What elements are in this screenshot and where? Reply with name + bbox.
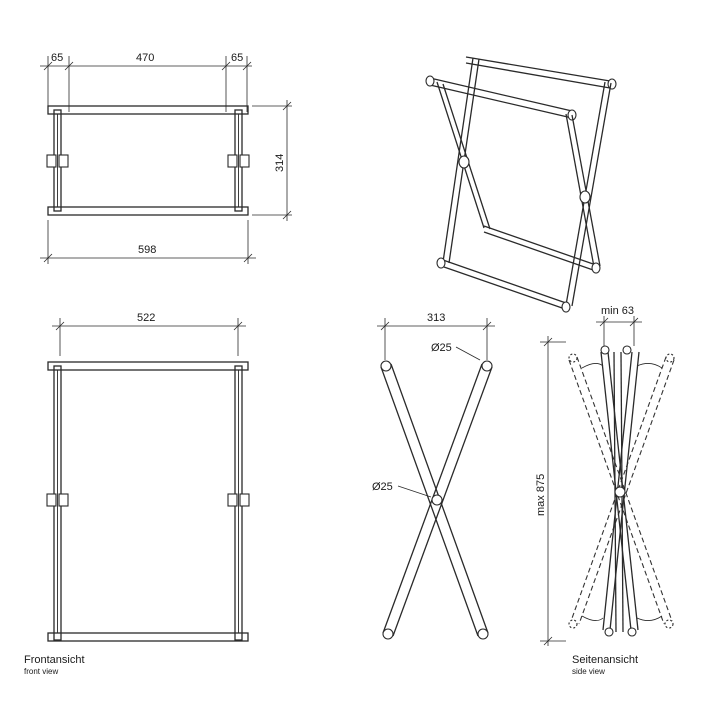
dim-min-gap-label: min 63 bbox=[601, 305, 634, 317]
dim-front-width-label: 522 bbox=[137, 312, 155, 324]
cross-view: 313 Ø25 Ø25 bbox=[372, 312, 495, 640]
front-bottom-rail bbox=[47, 632, 249, 642]
dim-right-label: 65 bbox=[231, 52, 243, 64]
dim-cross-width-label: 313 bbox=[427, 312, 445, 324]
dim-middle-label: 470 bbox=[136, 52, 154, 64]
side-view-caption: Seitenansicht side view bbox=[572, 654, 638, 676]
top-rail bbox=[47, 105, 249, 115]
dim-depth-label: 314 bbox=[274, 154, 286, 172]
side-pivot-joint bbox=[614, 486, 626, 498]
dim-tube-top-label: Ø25 bbox=[431, 342, 452, 354]
front-top-rail bbox=[47, 361, 249, 371]
front-view: 522 bbox=[46, 312, 250, 642]
isometric-view bbox=[425, 56, 617, 313]
front-view-caption-en: front view bbox=[24, 667, 59, 676]
side-view-caption-en: side view bbox=[572, 667, 605, 676]
dim-total-width-label: 598 bbox=[138, 244, 156, 256]
front-view-caption-de: Frontansicht bbox=[24, 654, 85, 666]
front-view-caption: Frontansicht front view bbox=[24, 654, 85, 676]
side-view-caption-de: Seitenansicht bbox=[572, 654, 639, 666]
left-pivot bbox=[46, 154, 57, 168]
dim-left-label: 65 bbox=[51, 52, 63, 64]
top-view: 65 470 65 314 598 bbox=[40, 52, 292, 264]
bottom-rail bbox=[47, 206, 249, 216]
right-pivot bbox=[227, 154, 238, 168]
dim-tube-pivot-label: Ø25 bbox=[372, 481, 393, 493]
pivot-joint bbox=[431, 494, 443, 506]
dim-max-height-label: max 875 bbox=[535, 474, 547, 516]
side-view: max 875 min 63 bbox=[535, 305, 675, 646]
